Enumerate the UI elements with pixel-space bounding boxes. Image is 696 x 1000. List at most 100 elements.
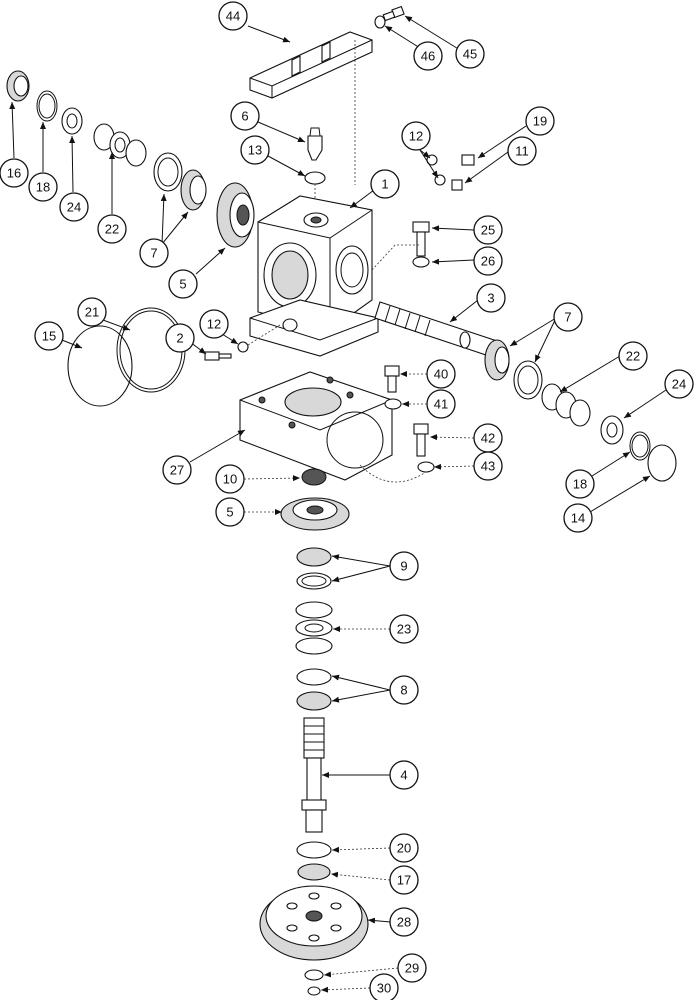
callout-16: 16 <box>0 158 29 188</box>
callout-29: 29 <box>397 953 427 983</box>
svg-text:27: 27 <box>170 463 184 478</box>
svg-text:1: 1 <box>381 177 388 192</box>
svg-text:26: 26 <box>481 254 495 269</box>
callout-45: 45 <box>455 39 485 69</box>
callout-1: 1 <box>370 169 400 199</box>
callout-18-b: 18 <box>565 469 595 499</box>
callout-28: 28 <box>389 907 419 937</box>
svg-text:43: 43 <box>481 459 495 474</box>
leader-lines <box>9 15 667 993</box>
right-bearing-stack <box>484 339 677 482</box>
svg-text:9: 9 <box>400 559 407 574</box>
svg-text:7: 7 <box>564 310 571 325</box>
svg-text:5: 5 <box>179 277 186 292</box>
output-shaft-part <box>301 717 327 833</box>
callout-3: 3 <box>476 283 506 313</box>
gearbox-housing-part <box>249 195 379 357</box>
callout-5: 5 <box>168 269 198 299</box>
callout-23: 23 <box>389 614 419 644</box>
callout-40: 40 <box>426 359 456 389</box>
callout-22-b: 22 <box>618 341 648 371</box>
parts-artwork <box>6 5 677 996</box>
breather-washer-part <box>304 171 326 185</box>
callout-12-b: 12 <box>199 309 229 339</box>
retaining-ring-part <box>307 986 321 996</box>
callout-2: 2 <box>165 323 195 353</box>
svg-text:8: 8 <box>400 683 407 698</box>
svg-text:25: 25 <box>481 223 495 238</box>
svg-text:12: 12 <box>207 317 221 332</box>
adaptor-plate-part <box>239 371 393 481</box>
svg-text:24: 24 <box>672 377 686 392</box>
callout-12: 12 <box>401 121 431 151</box>
input-shaft-part <box>374 301 501 359</box>
small-bolt-part <box>382 5 405 22</box>
nut-part <box>301 468 327 486</box>
svg-text:7: 7 <box>150 246 157 261</box>
svg-text:6: 6 <box>241 109 248 124</box>
screw-part <box>204 351 232 361</box>
svg-text:23: 23 <box>397 622 411 637</box>
callout-5-b: 5 <box>215 497 245 527</box>
callout-43: 43 <box>473 451 503 481</box>
plate-washer-part-2 <box>417 461 435 473</box>
svg-text:28: 28 <box>397 915 411 930</box>
svg-text:4: 4 <box>400 768 407 783</box>
svg-text:24: 24 <box>67 200 81 215</box>
svg-text:17: 17 <box>397 873 411 888</box>
callout-41: 41 <box>426 389 456 419</box>
svg-text:19: 19 <box>533 114 547 129</box>
plate-bolt-long-part <box>413 423 429 457</box>
svg-text:30: 30 <box>377 981 391 996</box>
svg-text:14: 14 <box>571 511 585 526</box>
lower-bevel-gear-part <box>280 497 350 531</box>
callout-26: 26 <box>473 246 503 276</box>
callout-7: 7 <box>139 238 169 268</box>
cover-plate-part <box>67 325 133 407</box>
svg-text:45: 45 <box>463 47 477 62</box>
callout-14: 14 <box>563 503 593 533</box>
callout-21: 21 <box>77 297 107 327</box>
breather-part <box>307 127 323 161</box>
left-seal-stack <box>6 70 207 211</box>
callout-7-b: 7 <box>553 302 583 332</box>
svg-text:22: 22 <box>626 349 640 364</box>
callout-42: 42 <box>473 423 503 453</box>
svg-text:5: 5 <box>226 505 233 520</box>
bolt-part <box>412 221 430 257</box>
callout-17: 17 <box>389 865 419 895</box>
svg-text:21: 21 <box>85 305 99 320</box>
svg-text:13: 13 <box>248 143 262 158</box>
callout-20: 20 <box>389 833 419 863</box>
small-washer-part <box>374 15 386 29</box>
callout-18: 18 <box>28 172 58 202</box>
callout-10: 10 <box>215 464 245 494</box>
callout-24: 24 <box>59 192 89 222</box>
callout-22: 22 <box>97 214 127 244</box>
callout-8: 8 <box>389 675 419 705</box>
svg-text:18: 18 <box>573 477 587 492</box>
callout-44: 44 <box>218 1 248 31</box>
callout-4: 4 <box>389 760 419 790</box>
plate-bolt-part <box>384 365 400 393</box>
svg-text:3: 3 <box>487 291 494 306</box>
svg-text:12: 12 <box>409 129 423 144</box>
svg-text:41: 41 <box>434 397 448 412</box>
svg-text:29: 29 <box>405 961 419 976</box>
callout-30: 30 <box>369 973 399 1000</box>
svg-text:2: 2 <box>176 331 183 346</box>
svg-text:46: 46 <box>421 49 435 64</box>
bearing-cup-part-2 <box>296 668 332 686</box>
callout-27: 27 <box>162 455 192 485</box>
callout-19: 19 <box>525 106 555 136</box>
callout-11: 11 <box>507 136 537 166</box>
callout-15: 15 <box>34 321 64 351</box>
svg-text:11: 11 <box>515 144 529 159</box>
seal-part <box>297 863 331 881</box>
plug-part <box>461 154 475 166</box>
callout-13: 13 <box>240 135 270 165</box>
bearing-cone-part <box>296 547 332 567</box>
snap-ring-part <box>296 841 332 859</box>
